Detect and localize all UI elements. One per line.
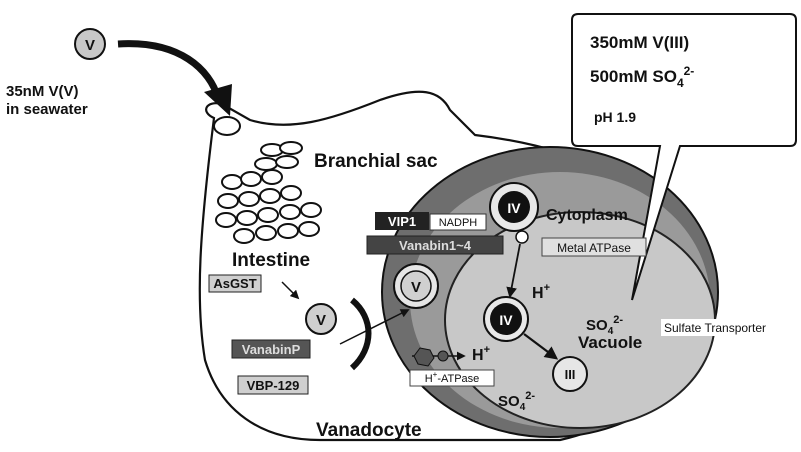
iii-ion-label: III	[565, 367, 576, 382]
vanabinp-label: VanabinP	[242, 342, 301, 357]
branchial-sac-label: Branchial sac	[314, 151, 438, 172]
uptake-arrow	[118, 44, 218, 98]
cytoplasm-v-label: V	[411, 279, 421, 296]
seawater-location: in seawater	[6, 101, 88, 118]
vanabin-label: Vanabin1~4	[399, 238, 472, 253]
callout-vanadium-concentration: 350mM V(III)	[590, 33, 689, 52]
vbp129-label: VBP-129	[247, 378, 300, 393]
intestine-label: Intestine	[232, 250, 310, 271]
iv-vacuole-label: IV	[499, 312, 513, 328]
vacuole-entry-point	[516, 231, 528, 243]
seawater-v-ion-label: V	[85, 37, 95, 54]
metal-atpase-label: Metal ATPase	[557, 241, 631, 255]
blood-v-ion-label: V	[316, 312, 326, 329]
vanadocyte-label: Vanadocyte	[316, 420, 422, 441]
sulfate-transporter-label: Sulfate Transporter	[664, 321, 766, 335]
seawater-concentration: 35nM V(V)	[6, 83, 79, 100]
nadph-label: NADPH	[439, 217, 478, 229]
iv-top-label: IV	[507, 200, 521, 216]
cytoplasm-label: Cytoplasm	[546, 207, 628, 224]
callout-ph: pH 1.9	[594, 109, 636, 125]
vip1-label: VIP1	[388, 214, 416, 229]
body-opening	[214, 117, 240, 135]
asgst-label: AsGST	[213, 276, 256, 291]
